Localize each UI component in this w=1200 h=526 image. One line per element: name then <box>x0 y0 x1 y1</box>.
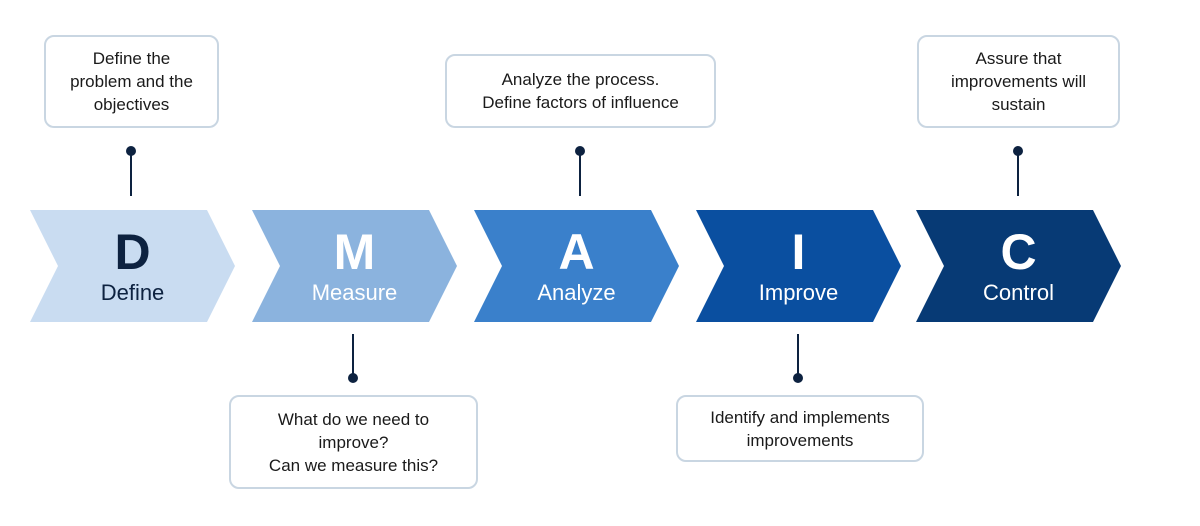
step-letter-c: C <box>1000 224 1037 280</box>
callout-define-line-1: Define the <box>92 49 171 68</box>
chevron-improve: I Improve <box>696 210 901 322</box>
callout-define-line-3: objectives <box>93 95 170 114</box>
connector-improve-dot <box>793 373 803 383</box>
step-letter-i: I <box>791 224 806 280</box>
step-label-define: Define <box>100 280 165 305</box>
connector-control-dot <box>1013 146 1023 156</box>
callout-measure-line-3: Can we measure this? <box>268 455 439 475</box>
step-label-analyze: Analyze <box>537 280 616 305</box>
connector-define-dot <box>126 146 136 156</box>
callout-analyze: Analyze the process. Define factors of i… <box>445 54 716 128</box>
callout-control-line-2: improvements will <box>950 72 1087 91</box>
connector-measure-line <box>352 334 354 378</box>
callout-measure: What do we need to improve? Can we measu… <box>229 395 478 489</box>
chevron-define: D Define <box>30 210 235 322</box>
connector-improve-line <box>797 334 799 378</box>
connector-analyze-dot <box>575 146 585 156</box>
step-letter-d: D <box>114 224 151 280</box>
callout-define: Define the problem and the objectives <box>44 35 219 128</box>
step-letter-a: A <box>558 224 595 280</box>
callout-control: Assure that improvements will sustain <box>917 35 1120 128</box>
connector-define-line <box>130 151 132 196</box>
chevron-analyze: A Analyze <box>474 210 679 322</box>
step-label-improve: Improve <box>758 280 839 305</box>
callout-control-line-3: sustain <box>991 95 1046 114</box>
step-letter-m: M <box>333 224 376 280</box>
callout-measure-line-2: improve? <box>318 432 389 452</box>
callout-analyze-line-1: Analyze the process. <box>501 70 660 89</box>
callout-define-line-2: problem and the <box>70 72 193 91</box>
callout-control-line-1: Assure that <box>975 49 1062 68</box>
chevron-control: C Control <box>916 210 1121 322</box>
step-label-measure: Measure <box>311 280 398 305</box>
callout-analyze-line-2: Define factors of influence <box>482 93 679 112</box>
callout-improve-line-2: improvements <box>746 430 854 450</box>
callout-improve-line-1: Identify and implements <box>710 407 890 427</box>
callout-improve: Identify and implements improvements <box>676 395 924 462</box>
chevron-measure: M Measure <box>252 210 457 322</box>
connector-control-line <box>1017 151 1019 196</box>
step-label-control: Control <box>983 280 1054 305</box>
callout-measure-line-1: What do we need to <box>277 409 430 429</box>
connector-measure-dot <box>348 373 358 383</box>
connector-analyze-line <box>579 151 581 196</box>
